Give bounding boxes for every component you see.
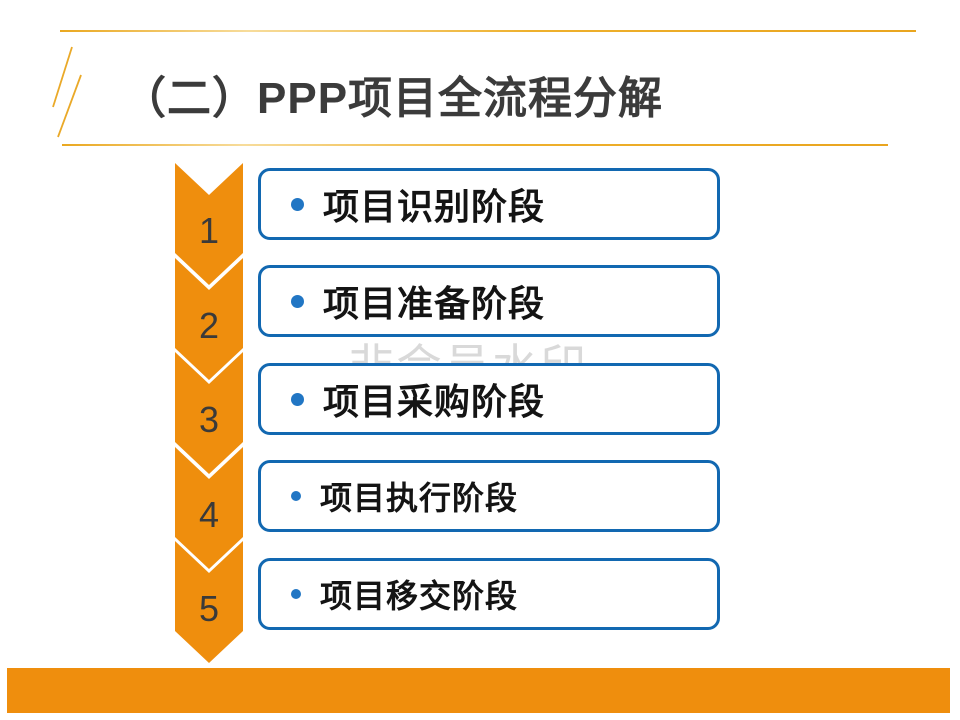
stage-box: 项目移交阶段	[258, 558, 720, 630]
slash-accent-line	[57, 74, 82, 138]
slash-accent-line	[52, 46, 73, 108]
stage-number: 5	[198, 588, 220, 629]
stage-box: 项目识别阶段	[258, 168, 720, 240]
chevron-arrow-segment	[175, 541, 243, 663]
stage-label: 项目移交阶段	[320, 578, 519, 614]
chevron-arrow-segment	[175, 352, 243, 474]
bullet-dot-icon	[291, 491, 301, 501]
bullet-dot-icon	[291, 197, 304, 211]
chevron-arrow-column	[175, 163, 243, 663]
stage-label: 项目执行阶段	[320, 480, 519, 516]
stage-number: 1	[198, 210, 220, 251]
stage-number: 3	[198, 399, 220, 440]
stage-number: 4	[198, 494, 220, 535]
stage-box: 项目执行阶段	[258, 460, 720, 532]
chevron-arrow-segment	[175, 163, 243, 285]
stage-label: 项目识别阶段	[323, 186, 546, 227]
stage-box: 项目准备阶段	[258, 265, 720, 337]
bottom-accent-bar	[7, 668, 950, 713]
stage-number: 2	[198, 305, 220, 346]
top-gold-rule	[60, 30, 916, 32]
chevron-arrow-segment	[175, 447, 243, 569]
page-title: （二）PPP项目全流程分解	[122, 74, 664, 123]
bullet-dot-icon	[291, 589, 301, 599]
stage-label: 项目准备阶段	[323, 283, 546, 324]
title-underline-rule	[62, 144, 888, 146]
stage-box: 项目采购阶段	[258, 363, 720, 435]
chevron-arrow-segment	[175, 258, 243, 380]
bullet-dot-icon	[291, 294, 304, 308]
stage-label: 项目采购阶段	[323, 381, 546, 422]
bullet-dot-icon	[291, 392, 304, 406]
